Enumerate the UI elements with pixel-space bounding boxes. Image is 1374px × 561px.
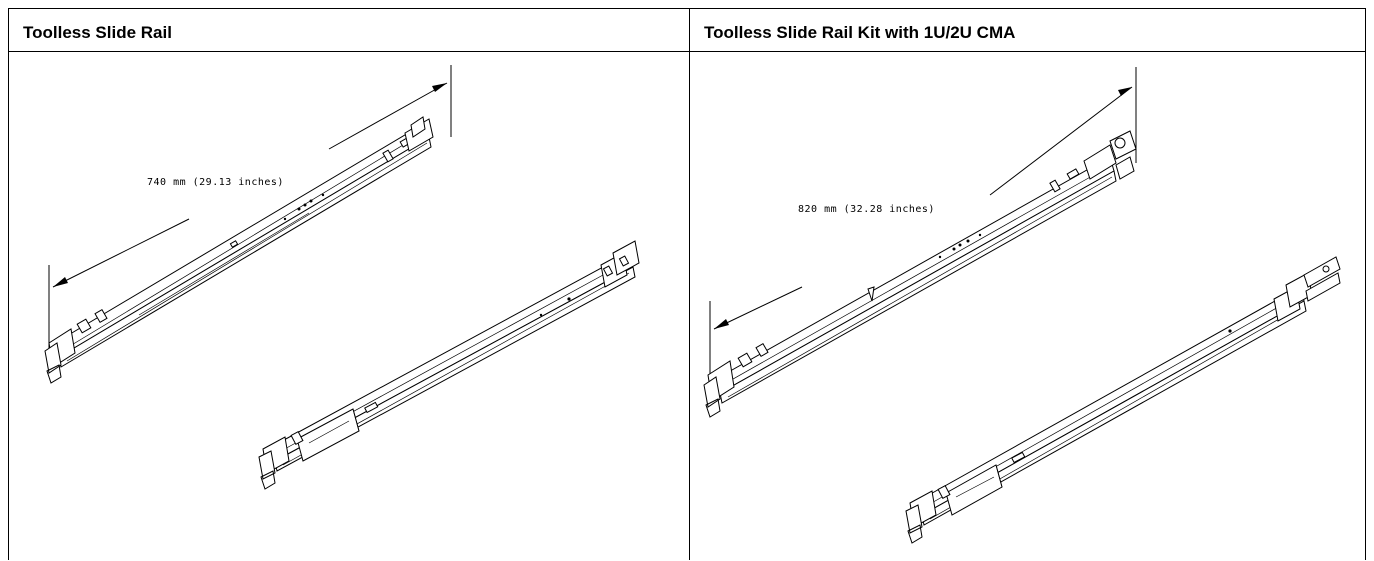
lower-rail bbox=[258, 240, 640, 490]
upper-rail bbox=[44, 116, 434, 384]
panel-toolless-slide-rail: Toolless Slide Rail 740 mm (29.13 inches… bbox=[9, 9, 690, 560]
upper-rail bbox=[703, 130, 1137, 418]
panel-title: Toolless Slide Rail bbox=[23, 23, 172, 42]
dimension-arrow bbox=[52, 82, 448, 288]
lower-rail bbox=[905, 256, 1341, 544]
dimension-label: 740 mm (29.13 inches) bbox=[147, 177, 284, 188]
panel-title: Toolless Slide Rail Kit with 1U/2U CMA bbox=[704, 23, 1016, 42]
slide-rail-kit-drawing: 820 mm (32.28 inches) bbox=[703, 67, 1341, 544]
slide-rail-drawing: 740 mm (29.13 inches) bbox=[44, 65, 640, 490]
panel-header: Toolless Slide Rail bbox=[9, 9, 689, 52]
dimension-label: 820 mm (32.28 inches) bbox=[798, 204, 935, 215]
panel-toolless-slide-rail-kit-cma: Toolless Slide Rail Kit with 1U/2U CMA 8… bbox=[690, 9, 1365, 560]
figure-frame: Toolless Slide Rail 740 mm (29.13 inches… bbox=[8, 8, 1366, 560]
dimension-arrow bbox=[713, 86, 1133, 330]
panel-header: Toolless Slide Rail Kit with 1U/2U CMA bbox=[690, 9, 1365, 52]
